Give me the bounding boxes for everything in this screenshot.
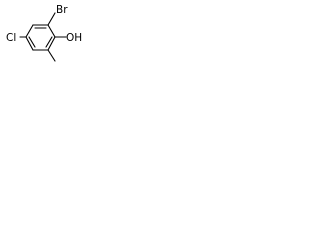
- ring-bond-c6-c1: [47, 36, 56, 51]
- benzene-ring: [25, 24, 56, 51]
- molecule-structure: Br OH Cl: [6, 4, 82, 62]
- ring-bond-c4-c5: [25, 36, 34, 51]
- ring-bond-c1-c2: [47, 24, 56, 38]
- bond-to-methyl: [47, 49, 56, 62]
- bromine-label: Br: [56, 4, 68, 16]
- ring-bond-c3-c4: [25, 24, 34, 38]
- ring-double-bond-c6-c1: [45, 36, 53, 48]
- hydroxyl-label: OH: [66, 32, 82, 44]
- bond-to-bromine: [47, 12, 56, 26]
- ring-double-bond-c4-c5: [28, 36, 36, 48]
- chlorine-label: Cl: [6, 32, 16, 44]
